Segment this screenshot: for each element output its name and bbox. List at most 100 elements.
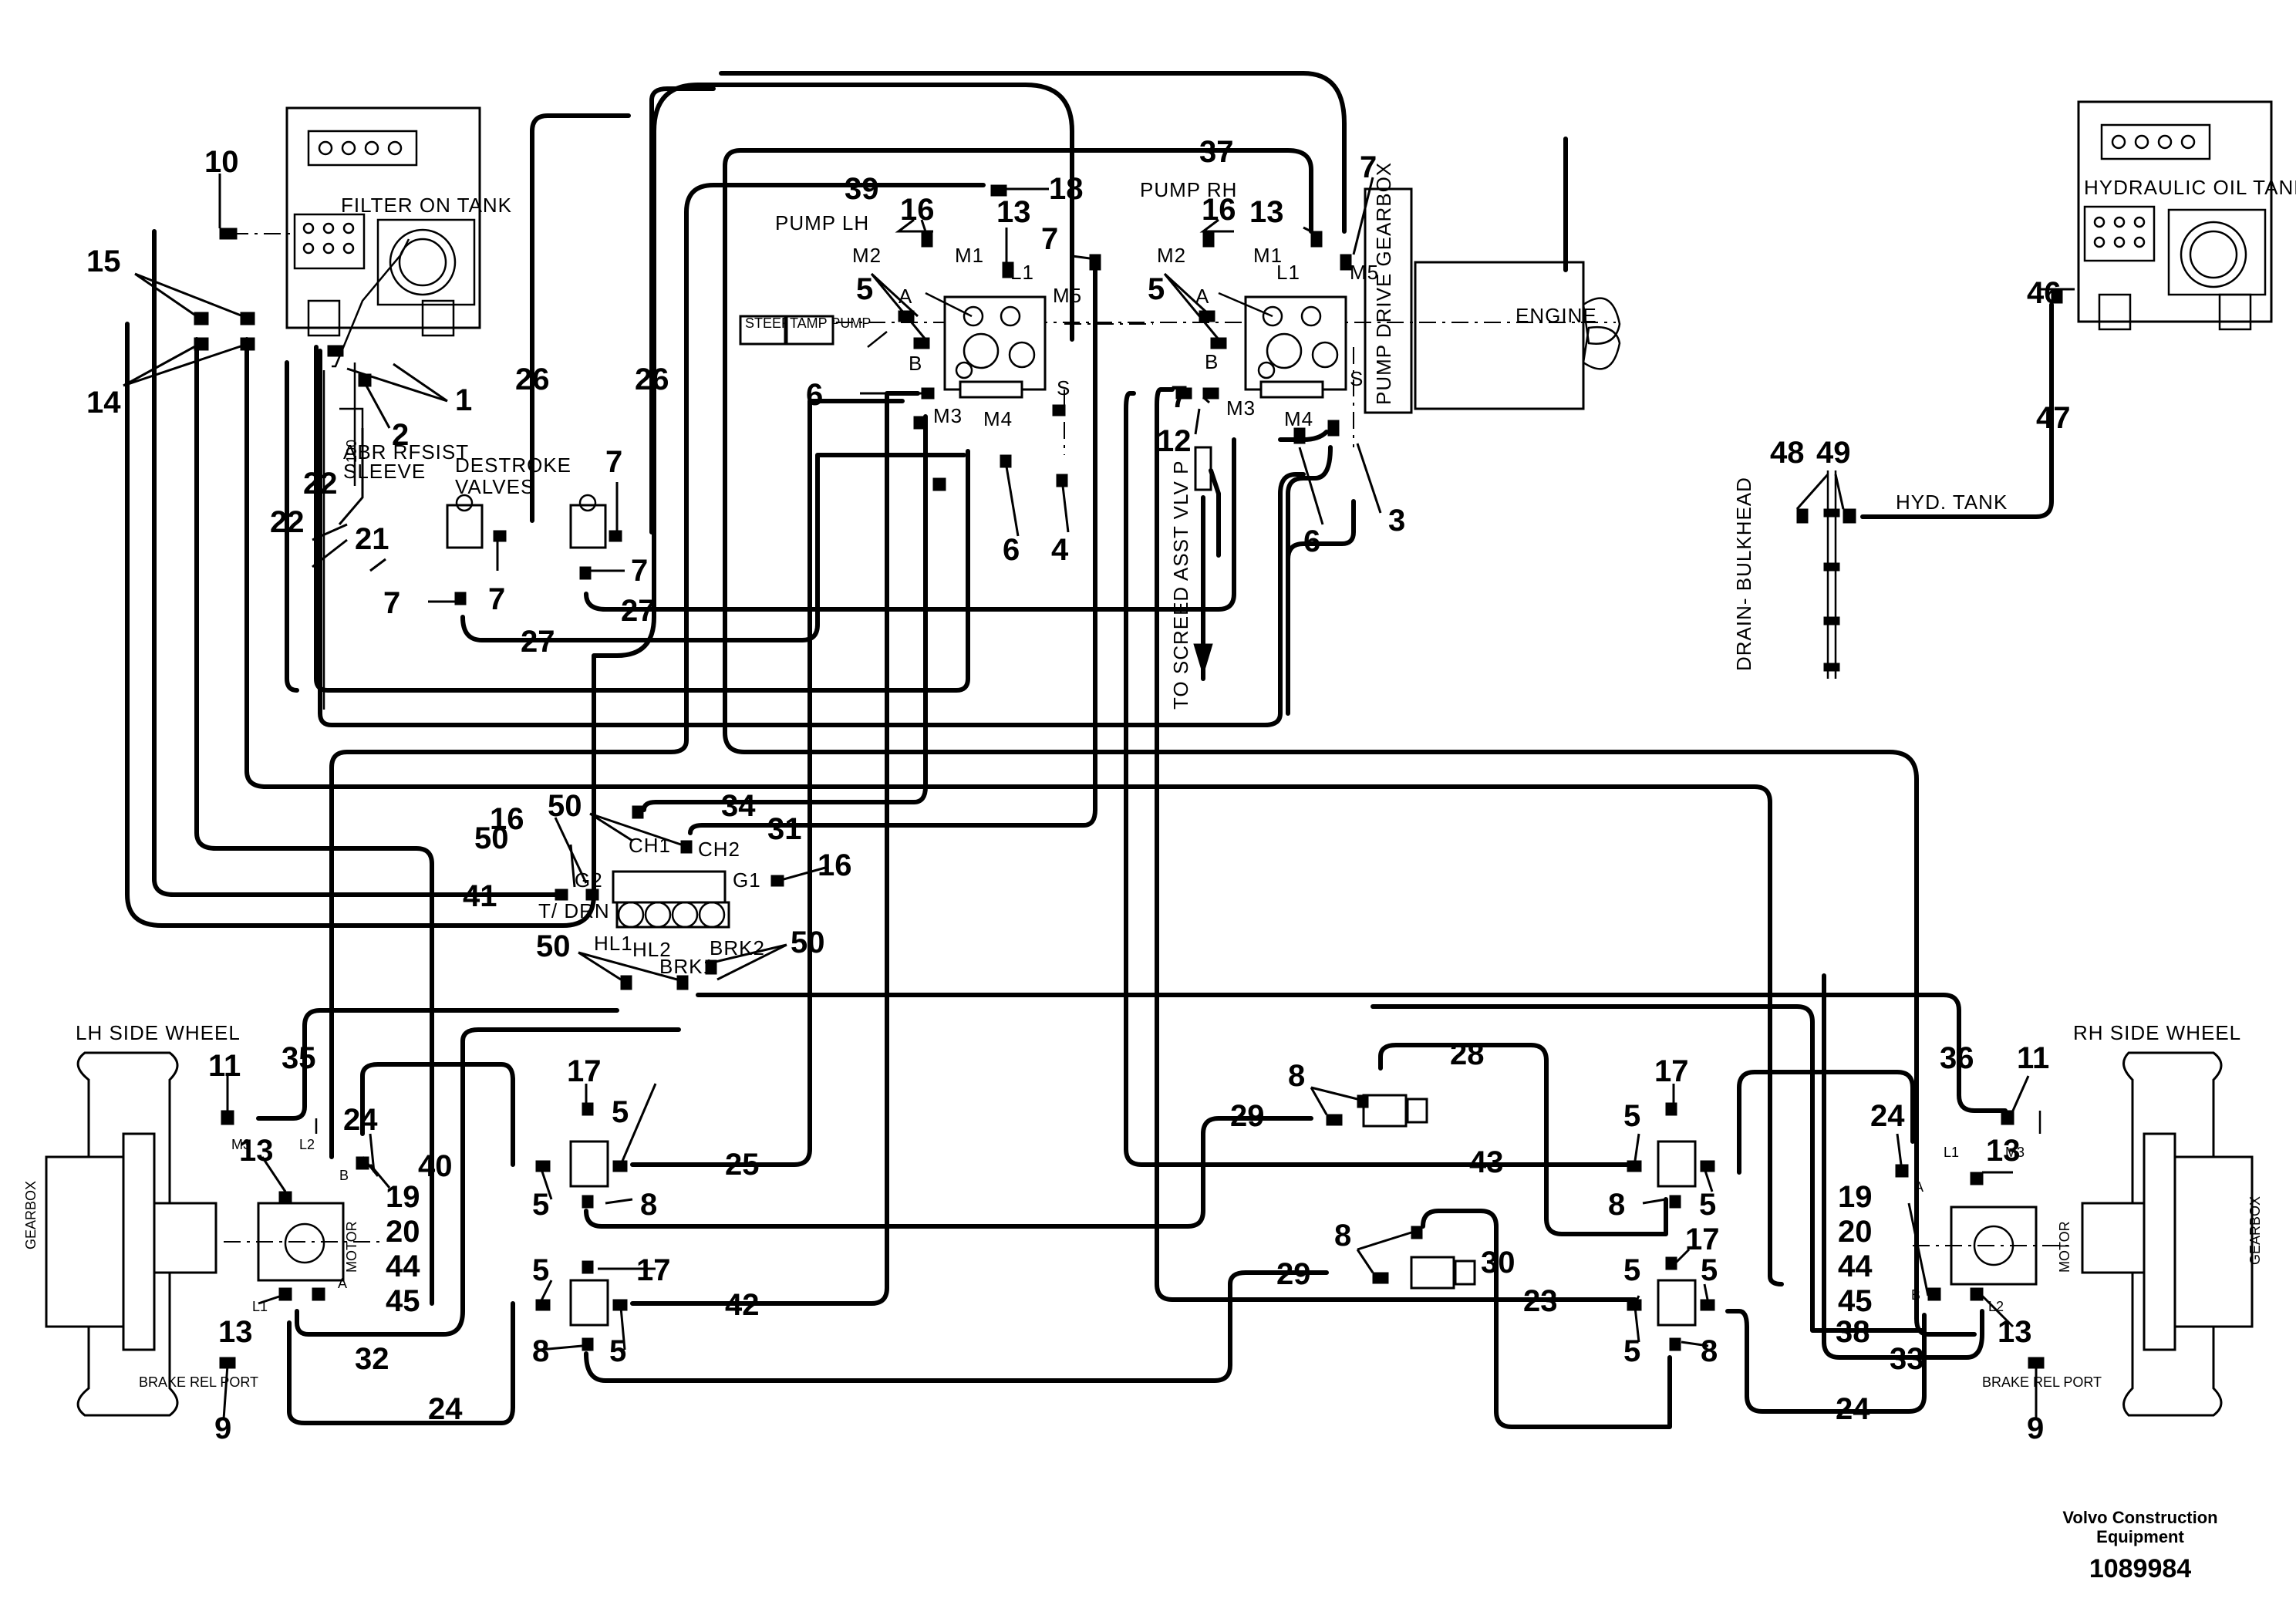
callout-7: 7 [488,582,505,616]
callout-50: 50 [474,821,509,855]
callout-21: 21 [355,522,389,556]
callout-13: 13 [239,1134,274,1168]
ports-a-label: A [1914,1179,1923,1195]
callout-17: 17 [1654,1054,1689,1088]
callout-5: 5 [1701,1253,1718,1287]
callout-50: 50 [791,926,825,959]
callout-17: 17 [636,1253,671,1287]
callout-23: 23 [1523,1284,1558,1318]
ports-l2-label: L2 [1988,1299,2004,1314]
callout-29: 29 [1230,1099,1265,1133]
port-labels: M2 M1 L1 M5 A B M3 M4 S M2 M1 L1 M5 A B … [231,244,2025,1314]
callout-5: 5 [1148,272,1165,306]
steer-pump: STEER PUMP TAMP PUMP [739,315,871,346]
callout-19: 19 [386,1180,420,1214]
callout-40: 40 [418,1149,453,1183]
callout-20: 20 [1838,1215,1873,1249]
callout-7: 7 [383,586,400,620]
callout-31: 31 [767,812,802,846]
drain-bulkhead: DRAIN- BULKHEAD [1732,470,1840,679]
ports-l1-label: L1 [1276,261,1300,284]
callout-26: 26 [515,363,550,396]
callout-16: 16 [818,848,852,882]
brand-line-1: Volvo Construction [2062,1508,2217,1527]
callout-1: 1 [455,383,472,417]
labels-destroke-valves-1-label: DESTROKE [455,454,571,477]
callout-17: 17 [567,1054,602,1088]
callout-7: 7 [1171,380,1188,414]
leader-lines [123,174,2075,1420]
callout-44: 44 [386,1249,420,1283]
engine: ENGINE PUMP DRIVE GEARBOX [771,162,1621,414]
hoses [125,71,2054,1429]
callout-45: 45 [386,1284,420,1318]
labels-abr-resist-2-label: SLEEVE [343,460,426,483]
callout-36: 36 [1940,1041,1974,1075]
callout-6: 6 [1003,533,1020,567]
labels-pump-drive-gearbox-label: PUMP DRIVE GEARBOX [1372,162,1395,405]
callout-22: 22 [270,505,305,539]
callout-5: 5 [1699,1188,1716,1222]
lh-side-wheel: LH SIDE WHEEL GEARBOX MOTOR BRAKE REL PO… [23,1021,386,1417]
ports-g1-label: G1 [733,868,761,892]
ports-m1-label: M1 [955,244,984,267]
labels-brake-rel-port-label: BRAKE REL PORT [1982,1374,2102,1390]
ports-m1-label: M1 [1253,244,1283,267]
labels-gearbox-label: GEARBOX [23,1181,39,1249]
callout-32: 32 [355,1342,389,1376]
callout-8: 8 [640,1188,657,1222]
callout-50: 50 [548,789,582,823]
labels-drain-bulkhead-label: DRAIN- BULKHEAD [1732,477,1755,671]
callout-6: 6 [1303,524,1320,558]
callout-5: 5 [1623,1253,1640,1287]
callout-8: 8 [1701,1334,1718,1368]
callout-5: 5 [609,1334,626,1368]
callout-12: 12 [1157,424,1192,458]
ports-m4-label: M4 [1284,407,1313,430]
callout-13: 13 [996,195,1031,229]
callout-28: 28 [1450,1037,1485,1071]
callout-24: 24 [1836,1392,1870,1426]
ports-m3-label: M3 [2005,1145,2025,1160]
callout-15: 15 [86,244,121,278]
callout-45: 45 [1838,1284,1873,1318]
pump-lh: PUMP LH [775,211,1047,399]
labels-hundred-label: 100 [344,440,359,463]
thin-lines [231,233,2041,1134]
callout-16: 16 [490,802,524,836]
labels-pump-rh-label: PUMP RH [1140,178,1237,201]
brand-line-2: Equipment [2096,1527,2184,1546]
ports-l1-label: L1 [1010,261,1034,284]
callout-7: 7 [1041,222,1058,256]
callout-16: 16 [1202,193,1236,227]
callout-5: 5 [612,1095,629,1129]
hydraulic-oil-tank: HYDRAULIC OIL TANK [2077,100,2296,331]
pump-rh: PUMP RH [1140,178,1347,399]
callout-38: 38 [1836,1315,1870,1349]
ports-b-label: B [339,1168,349,1183]
callout-8: 8 [532,1334,549,1368]
callout-5: 5 [1623,1334,1640,1368]
callout-46: 46 [2027,276,2062,310]
callout-10: 10 [204,145,239,179]
callout-13: 13 [1998,1315,2032,1349]
callout-20: 20 [386,1215,420,1249]
callout-13: 13 [1986,1134,2021,1168]
ports-brk1-label: BRK1 [659,955,715,978]
labels-hyd-tank-label: HYD. TANK [1896,491,2008,514]
callout-8: 8 [1288,1059,1305,1093]
callout-24: 24 [428,1392,463,1426]
labels-filter-on-tank-label: FILTER ON TANK [341,194,512,217]
ports-b-label: B [909,352,922,375]
callout-7: 7 [1360,150,1377,184]
ports-g2-label: G2 [575,868,603,892]
callout-5: 5 [532,1253,549,1287]
callout-11: 11 [208,1049,241,1083]
callout-17: 17 [1685,1222,1720,1256]
labels-abr-resist-1-label: ABR RFSIST [343,440,469,464]
callout-27: 27 [621,594,656,628]
labels-t-drn-label: T/ DRN [538,899,610,922]
callout-44: 44 [1838,1249,1873,1283]
labels-motor-label: MOTOR [344,1221,359,1273]
